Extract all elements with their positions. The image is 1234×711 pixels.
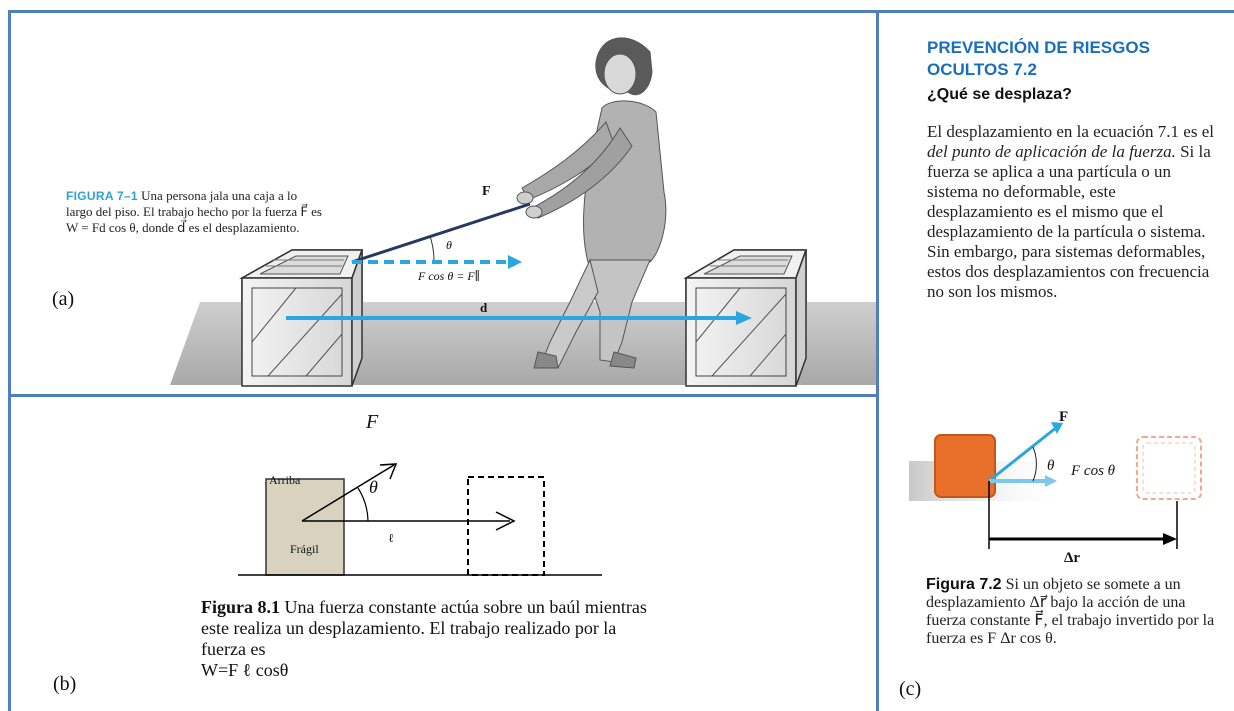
force-vector-arrow <box>351 202 531 264</box>
trunk-box <box>265 478 345 576</box>
figure-7-1-text: Una persona jala una caja a lo largo del… <box>66 188 322 235</box>
figure-7-2-caption: Figura 7.2 Si un objeto se somete a un d… <box>926 576 1226 648</box>
figure-7-1-caption: FIGURA 7–1 Una persona jala una caja a l… <box>66 188 326 236</box>
panel-c-tag: (c) <box>899 678 922 700</box>
force-label: F⃗ <box>1059 409 1080 425</box>
angle-arc <box>357 487 369 522</box>
box-text: Frágil <box>290 542 319 556</box>
person-pulling-illustration <box>516 37 667 369</box>
component-label: F cos θ <box>1071 463 1116 479</box>
panel-c: PREVENCIÓN DE RIESGOS OCULTOS 7.2 ¿Qué s… <box>879 12 1234 702</box>
box-top-text: Arriba <box>269 473 301 487</box>
figure-8-1-text: Una fuerza constante actúa sobre un baúl… <box>201 597 647 659</box>
angle-label: θ <box>1047 458 1055 474</box>
panel-a: FIGURA 7–1 Una persona jala una caja a l… <box>10 12 876 395</box>
component-label: F cos θ = F∥ <box>418 269 481 283</box>
crate-right-illustration <box>683 249 808 387</box>
pitfall-title-line1: PREVENCIÓN DE RIESGOS <box>927 38 1150 57</box>
pitfall-body-part2: Si la fuerza se aplica a una partícula o… <box>927 142 1211 301</box>
figure-7-2-diagram <box>909 422 1202 549</box>
panel-a-illustration <box>170 37 876 387</box>
panel-b: F⃗ θ Arriba Frágil ℓ Figura 8.1 Una fuer… <box>10 397 876 703</box>
figure-7-2-text: Si un objeto se somete a un desplazamien… <box>926 576 1215 647</box>
force-label: F⃗ <box>482 184 502 199</box>
force-arrow <box>301 464 395 522</box>
figure-8-1-label: Figura 8.1 <box>201 597 280 617</box>
angle-arc <box>1032 446 1037 482</box>
panel-b-diagram <box>238 463 602 576</box>
force-arrow <box>988 425 1058 483</box>
frame-left <box>8 10 11 711</box>
panel-a-tag: (a) <box>52 288 75 310</box>
frame-top <box>8 10 1234 13</box>
angle-label: θ <box>446 238 452 252</box>
frame-divider-horizontal <box>8 394 878 397</box>
pitfall-title-line2: OCULTOS 7.2 <box>927 60 1037 79</box>
figure-7-2-label: Figura 7.2 <box>926 576 1002 593</box>
pitfall-subtitle: ¿Qué se desplaza? <box>927 86 1072 103</box>
pitfall-body-italic: del punto de aplicación de la fuerza. <box>927 142 1176 161</box>
frame-divider-vertical <box>876 10 879 711</box>
angle-label: θ <box>369 477 378 497</box>
displacement-label: Δr⃗ <box>1064 550 1092 566</box>
final-position-dashed-box <box>1136 436 1202 500</box>
displacement-label: d⃗ <box>480 300 498 315</box>
orange-block <box>934 434 996 498</box>
figure-7-1-label: FIGURA 7–1 <box>66 189 138 203</box>
angle-arc <box>429 235 435 263</box>
force-label: F⃗ <box>366 411 394 433</box>
panel-b-tag: (b) <box>53 673 77 695</box>
pitfall-body: El desplazamiento en la ecuación 7.1 es … <box>927 122 1223 302</box>
figure-8-1-caption: Figura 8.1 Una fuerza constante actúa so… <box>201 597 661 681</box>
figure-8-1-formula: W=F ℓ cosθ <box>201 660 289 680</box>
final-position-dashed-box <box>467 476 545 576</box>
pitfall-body-part1: El desplazamiento en la ecuación 7.1 es … <box>927 122 1214 141</box>
length-label: ℓ <box>388 531 394 545</box>
